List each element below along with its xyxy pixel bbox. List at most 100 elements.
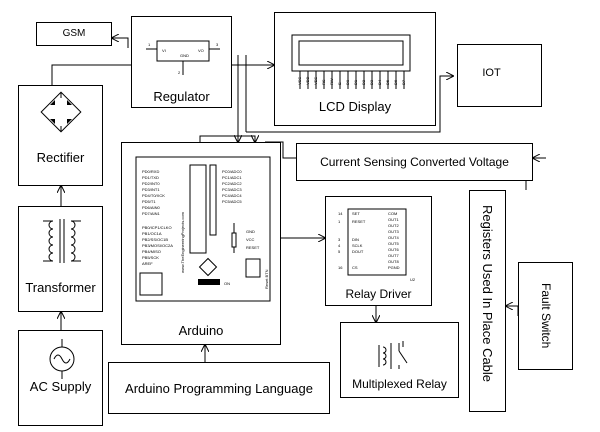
relay-driver-pin-label: OUT2 (388, 223, 399, 228)
relay-driver-pin-number: 14 (338, 211, 343, 216)
lcd-pin-label: D5 (385, 79, 390, 85)
arduino-pin-label: PD5/T1 (142, 199, 156, 204)
relay-driver-label: Relay Driver (345, 287, 412, 301)
relay-driver-pin-label: OUT7 (388, 253, 399, 258)
arduino-pin-label: PD6/AIN0 (142, 205, 161, 210)
relay-driver-pin-number: 3 (338, 237, 341, 242)
lcd-pin-label: VDD (305, 76, 310, 85)
wire-to-iot (246, 76, 453, 133)
transformer-block: Transformer (18, 206, 103, 312)
arduino-board: PD0/RXDPD1/TXDPD2/INT0PD3/INT1PD4/T0/XCK… (135, 156, 271, 302)
lcd-pin-label: D7 (401, 79, 406, 85)
current-sensing-block: Current Sensing Converted Voltage (296, 143, 533, 181)
relay-driver-pin-label: SCLK (352, 243, 363, 248)
regulator-pin-vo: VO (198, 48, 204, 53)
fault-switch-label: Fault Switch (539, 283, 553, 349)
lcd-pin-label: D1 (353, 79, 358, 85)
wire-bus-to-arduino (199, 136, 255, 142)
lcd-pin-label: D4 (377, 79, 382, 85)
lcd-pin-label: D3 (369, 79, 374, 85)
relay-driver-pin-label: RESET (352, 219, 366, 224)
arduino-on-label: ON (224, 281, 230, 286)
lcd-label: LCD Display (318, 99, 392, 114)
ac-source-icon (49, 339, 75, 379)
arduino-pin-label: PC4/ADC4 (222, 193, 242, 198)
arduino-vcc: VCC (246, 237, 255, 242)
arduino-pin-label: PB4/MISO (142, 249, 161, 254)
multiplexed-relay-label: Multiplexed Relay (352, 377, 447, 391)
regulator-pin-1: 1 (148, 42, 151, 47)
arduino-reset-btn: Reset BTN (264, 269, 269, 289)
lcd-pin-label: D6 (393, 79, 398, 85)
relay-driver-pin-label: DOUT (352, 249, 364, 254)
relay-driver-pin-number: 5 (338, 249, 341, 254)
regulator-pin-2: 2 (178, 70, 181, 75)
arduino-pin-label: PB5/SCK (142, 255, 159, 260)
arduino-pin-label: PB2/SS/OC1B (142, 237, 168, 242)
rectifier-label: Rectifier (36, 150, 85, 165)
regulator-pin-gnd: GND (180, 53, 189, 58)
fault-switch-block: Fault Switch (518, 262, 573, 370)
arduino-pin-label: PB1/OC1A (142, 231, 162, 236)
arduino-pin-label: PC1/ADC1 (222, 175, 242, 180)
arduino-pin-label: PD0/RXD (142, 169, 159, 174)
arduino-pin-label: PC2/ADC2 (222, 181, 242, 186)
relay-driver-pin-label: OUT5 (388, 241, 399, 246)
current-sensing-label: Current Sensing Converted Voltage (320, 155, 509, 169)
relay-driver-pin-label: OUT1 (388, 217, 399, 222)
programming-language-label: Arduino Programming Language (125, 381, 313, 396)
registers-label: Registers Used In Place Cable (480, 205, 495, 383)
regulator-label: Regulator (153, 89, 210, 104)
relay-driver-pin-label: PGND (388, 265, 400, 270)
gsm-block: GSM (36, 22, 112, 46)
wire-rectifier-to-regulator (51, 65, 138, 85)
ac-supply-block: AC Supply (18, 330, 103, 426)
lcd-pin-label: RS (321, 79, 326, 85)
transformer-icon (43, 219, 81, 263)
arduino-gnd: GND (246, 229, 255, 234)
arduino-pin-label: PB3/MOSI/OC2A (142, 243, 173, 248)
lcd-pin-label: VEE (313, 77, 318, 85)
arduino-pin-label: PB0/ICP1/CLKO (142, 225, 172, 230)
wire-fault-to-registers (506, 306, 519, 316)
relay-driver-pin-number: 1 (338, 219, 341, 224)
regulator-block: VI VO GND 1 3 2 Regulator (131, 16, 232, 108)
iot-block: IOT (457, 44, 542, 107)
relay-driver-pin-label: SET (352, 211, 360, 216)
arduino-label: Arduino (178, 323, 224, 338)
transformer-label: Transformer (25, 280, 96, 295)
relay-driver-pin-label: CS (352, 265, 358, 270)
relay-driver-pin-label: DIN (352, 237, 359, 242)
lcd-pin-label: RW (329, 78, 334, 85)
relay-driver-pin-label: COM (388, 211, 397, 216)
arduino-pin-label: PD2/INT0 (142, 181, 160, 186)
relay-driver-pin-number: 16 (338, 265, 343, 270)
regulator-pin-vi: VI (162, 48, 166, 53)
arduino-aref: AREF (142, 261, 153, 266)
arduino-website: www.TheEngineeringProjects.com (180, 211, 185, 273)
relay-driver-pin-label: OUT8 (388, 259, 399, 264)
arduino-pin-label: PD4/T0/XCK (142, 193, 165, 198)
wire-regulator-to-gsm (112, 38, 129, 48)
arduino-pin-label: PD7/AIN1 (142, 211, 161, 216)
lcd-pin-label: D2 (361, 79, 366, 85)
arduino-reset: RESET (246, 245, 260, 250)
lcd-pin-label: VSS (297, 77, 302, 85)
relay-icon (378, 341, 408, 369)
ac-supply-label: AC Supply (29, 379, 92, 394)
lcd-pin-label: E (337, 82, 342, 85)
arduino-pin-label: PC5/ADC5 (222, 199, 242, 204)
relay-driver-part: U2 (410, 277, 416, 282)
arduino-pin-label: PC3/ADC3 (222, 187, 242, 192)
rectifier-block: Rectifier (18, 85, 103, 186)
registers-block: Registers Used In Place Cable (469, 190, 506, 412)
arduino-pin-label: PD3/INT1 (142, 187, 160, 192)
relay-driver-pin-label: OUT3 (388, 229, 399, 234)
relay-driver-pin-label: OUT6 (388, 247, 399, 252)
regulator-symbol: VI VO GND 1 3 2 (146, 40, 220, 75)
arduino-pin-label: PC0/ADC0 (222, 169, 242, 174)
